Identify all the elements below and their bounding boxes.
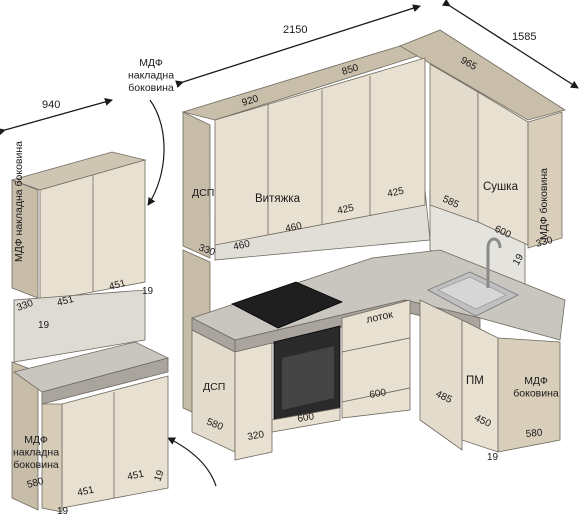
left-dim-19c: 19: [57, 506, 69, 517]
dim-19-upper: 19: [511, 252, 526, 268]
callout-arrow-top: [147, 99, 165, 206]
label-dsp-upper: ДСП: [192, 187, 214, 199]
label-dishwasher: ПМ: [466, 375, 484, 387]
dim-460a: 460: [232, 239, 251, 253]
dim-920: 920: [241, 93, 261, 109]
dim-460b: 460: [284, 221, 303, 235]
left-unit: МДФ накладна боковина 330 451 451 19 19 …: [10, 141, 170, 517]
left-dim-451d: 451: [126, 469, 145, 483]
dim-2150-label: 2150: [283, 24, 307, 36]
left-upper-side-label: МДФ накладна боковина: [13, 141, 25, 262]
faucet: [486, 237, 502, 288]
gas-hob: [230, 281, 344, 329]
dim-1585-label: 1585: [512, 31, 536, 43]
left-dim-19d: 19: [152, 468, 166, 483]
label-dsp-lower: ДСП: [203, 381, 225, 393]
dim-330-left: 330: [197, 242, 217, 258]
dim-580-right: 580: [525, 428, 543, 440]
dim-940-label: 940: [42, 99, 60, 111]
label-mdf-side: МДФ боковина: [538, 168, 550, 240]
left-dim-451a: 451: [56, 294, 75, 309]
left-dim-19b: 19: [142, 286, 154, 297]
label-tray: лоток: [365, 309, 394, 326]
main-unit: 920 850 965 ДСП Витяжка Сушка МДФ бокови…: [181, 29, 566, 463]
dim-330-right: 330: [535, 235, 554, 250]
left-dim-19a: 19: [38, 320, 50, 331]
overall-dimensions: 2150 1585 940: [0, 0, 579, 136]
dim-425a: 425: [336, 203, 355, 217]
dim-850: 850: [341, 62, 361, 78]
dim-19-lower: 19: [487, 452, 499, 463]
label-dryer: Сушка: [483, 181, 519, 193]
left-dim-451b: 451: [108, 278, 127, 293]
dim-320: 320: [247, 429, 266, 443]
left-dim-451c: 451: [76, 485, 95, 499]
dim-600-drawers: 600: [369, 387, 388, 401]
label-hood: Витяжка: [255, 193, 301, 205]
callout-arrow-bottom: [167, 437, 217, 487]
left-dim-580: 580: [26, 476, 45, 491]
dim-425b: 425: [386, 186, 405, 200]
dim-600-oven: 600: [297, 411, 316, 425]
